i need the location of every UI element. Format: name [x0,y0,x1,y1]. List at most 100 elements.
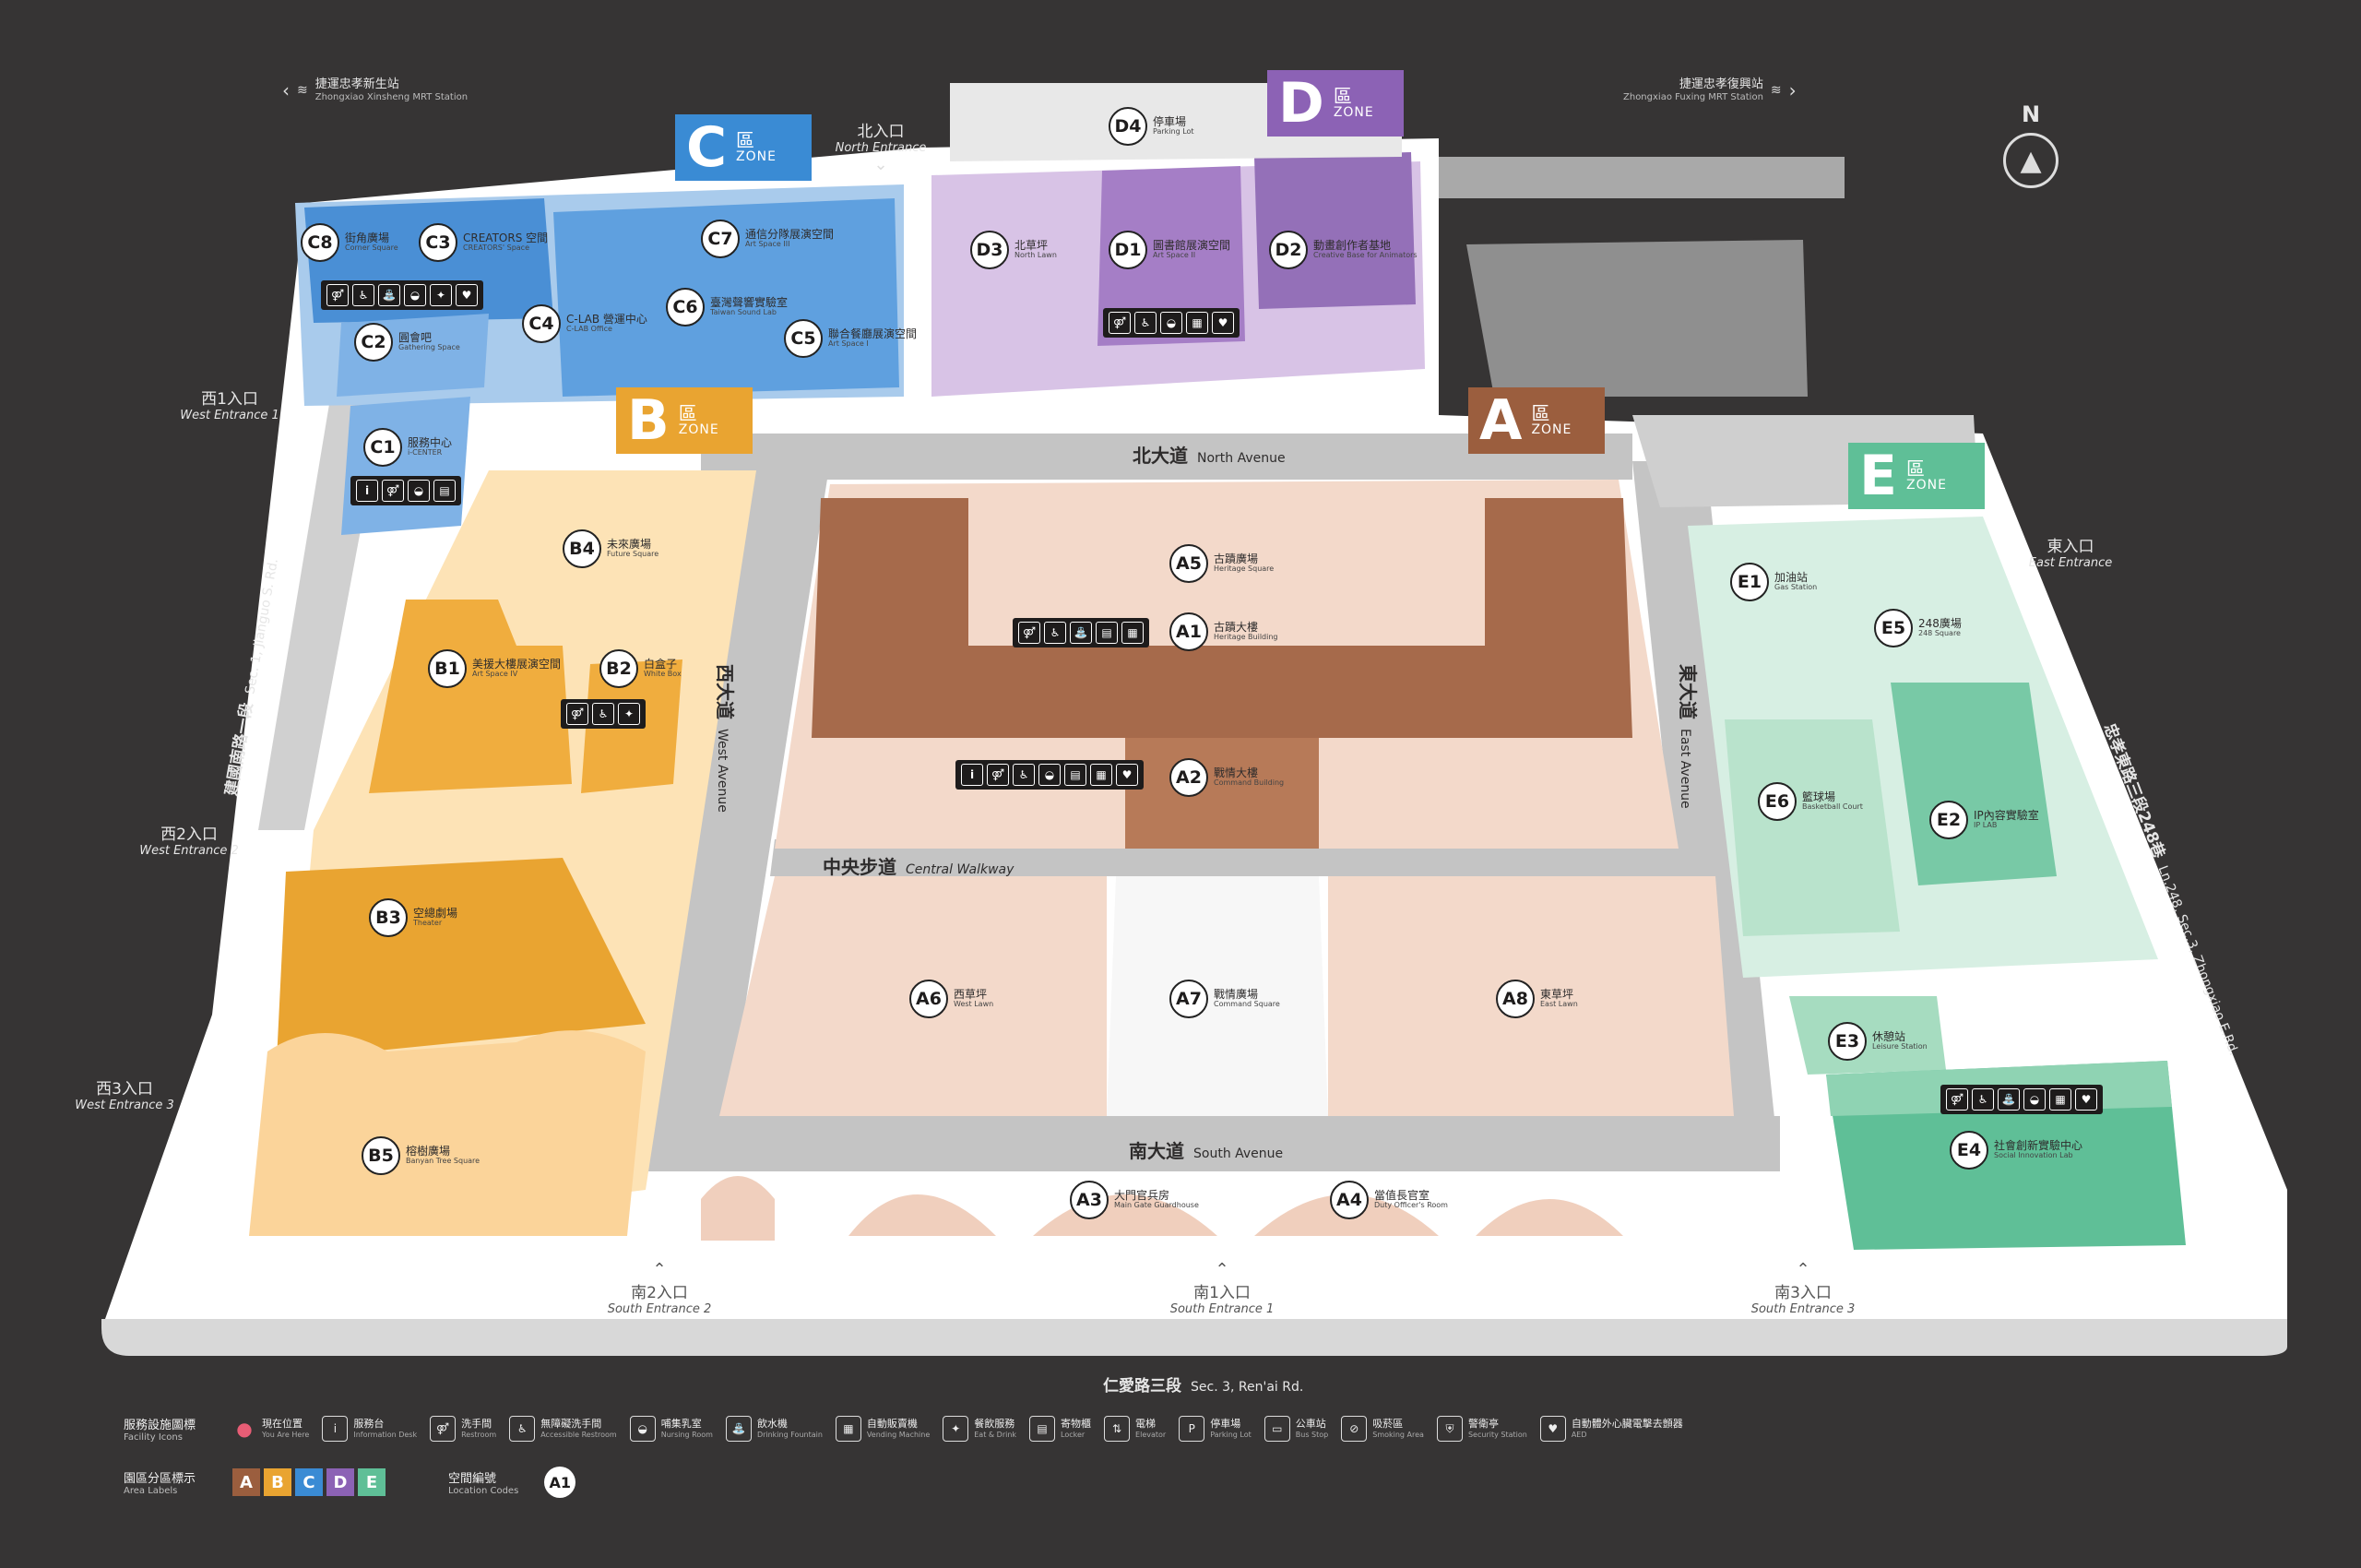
location-name-zh: 休憩站 [1872,1030,1906,1043]
accessible-restroom-icon: ♿ [1134,312,1157,334]
location-name-en: IP LAB [1974,821,1998,830]
facility-strip-d1: ⚤♿◒▦♥ [1103,308,1240,338]
location-name-en: White Box [644,670,682,679]
south-entrance-3[interactable]: ⌃ 南3入口 South Entrance 3 [1743,1260,1863,1316]
accessible-restroom-icon: ♿ [352,284,374,306]
west-entrance-2[interactable]: 西2入口 West Entrance 2 [129,821,249,858]
elevator-icon: ⇅ [1104,1416,1131,1442]
compass-arrow-icon: ▲ [2003,133,2058,188]
location-name-en: Corner Square [345,244,398,253]
restroom-icon: ⚤ [1018,622,1040,644]
location-name-zh: 圓會吧 [398,331,433,344]
west-entrance-1[interactable]: 西1入口 West Entrance 1 [170,386,290,422]
location-name-en: Theater [413,919,443,928]
chevron-right-icon: › [1788,78,1797,101]
eat-drink-icon: ✦ [430,284,452,306]
zone-a-letter: A [1479,388,1523,453]
north-entrance[interactable]: 北入口 North Entrance ⌄ [821,118,941,174]
location-name-en: Future Square [607,550,659,559]
location-name-zh: CREATORS 空間 [463,232,549,244]
restroom-icon: ⚤ [1109,312,1131,334]
vending-machine-icon: ▦ [1121,622,1144,644]
location-name-en: West Lawn [954,1000,994,1009]
location-code-badge: B3 [369,898,408,937]
accessible-restroom-icon: ♿ [1044,622,1066,644]
info-icon: i [356,480,378,502]
south-entrance-1[interactable]: ⌃ 南1入口 South Entrance 1 [1162,1260,1282,1316]
legend-label-en: Vending Machine [866,1430,931,1439]
legend-label-en: Elevator [1135,1430,1167,1439]
location-name-en: East Lawn [1540,1000,1578,1009]
east-entrance[interactable]: 東入口 East Entrance [2011,533,2130,570]
location-code-badge: E4 [1950,1131,1988,1170]
location-code-badge: A1 [1169,612,1208,651]
legend-facility-title: 服務設施圖標 Facility Icons [124,1415,216,1443]
north-entrance-zh: 北入口 [857,123,905,141]
aed-icon: ♥ [1539,1416,1566,1442]
south-entrance-2[interactable]: ⌃ 南2入口 South Entrance 2 [599,1260,719,1316]
chevron-left-icon: ‹ [282,78,290,101]
nursing-room-icon: ◒ [404,284,426,306]
zone-b-b1 [369,600,572,793]
mrt-station-left: ‹ ≋ 捷運忠孝新生站 Zhongxiao Xinsheng MRT Stati… [282,77,468,103]
legend-label-en: You Are Here [262,1430,310,1439]
bus-stop-icon: ▭ [1264,1416,1290,1442]
zone-b-b3 [277,858,646,1061]
eat-drink-icon: ✦ [618,703,640,725]
location-name-en: Gathering Space [398,343,460,352]
aed-icon: ♥ [2075,1088,2097,1111]
accessible-restroom-icon: ♿ [592,703,614,725]
legend-area-b: B [264,1468,291,1496]
parking-icon: P [1179,1416,1205,1442]
south3-zh: 南3入口 [1774,1284,1832,1302]
zone-a-south-trees [701,1176,1623,1241]
park-ground-shadow [101,1319,2287,1356]
you-are-here-dot-icon: ● [236,1418,253,1440]
restroom-icon: ⚤ [326,284,349,306]
info-icon: i [322,1416,349,1442]
location-name-en: 248 Square [1918,629,1961,638]
restroom-icon: ⚤ [382,480,404,502]
location-code-badge: B4 [563,529,601,568]
chevron-down-icon: ⌄ [873,155,888,174]
location-name-zh: 西草坪 [954,988,988,1001]
facility-strip-a2: i⚤♿◒▤▦♥ [955,760,1144,790]
locker-icon: ▤ [1096,622,1118,644]
location-name-en: Creative Base for Animators [1313,251,1418,260]
west-entrance-3[interactable]: 西3入口 West Entrance 3 [65,1075,184,1112]
central-walkway-en: Central Walkway [906,862,1014,877]
